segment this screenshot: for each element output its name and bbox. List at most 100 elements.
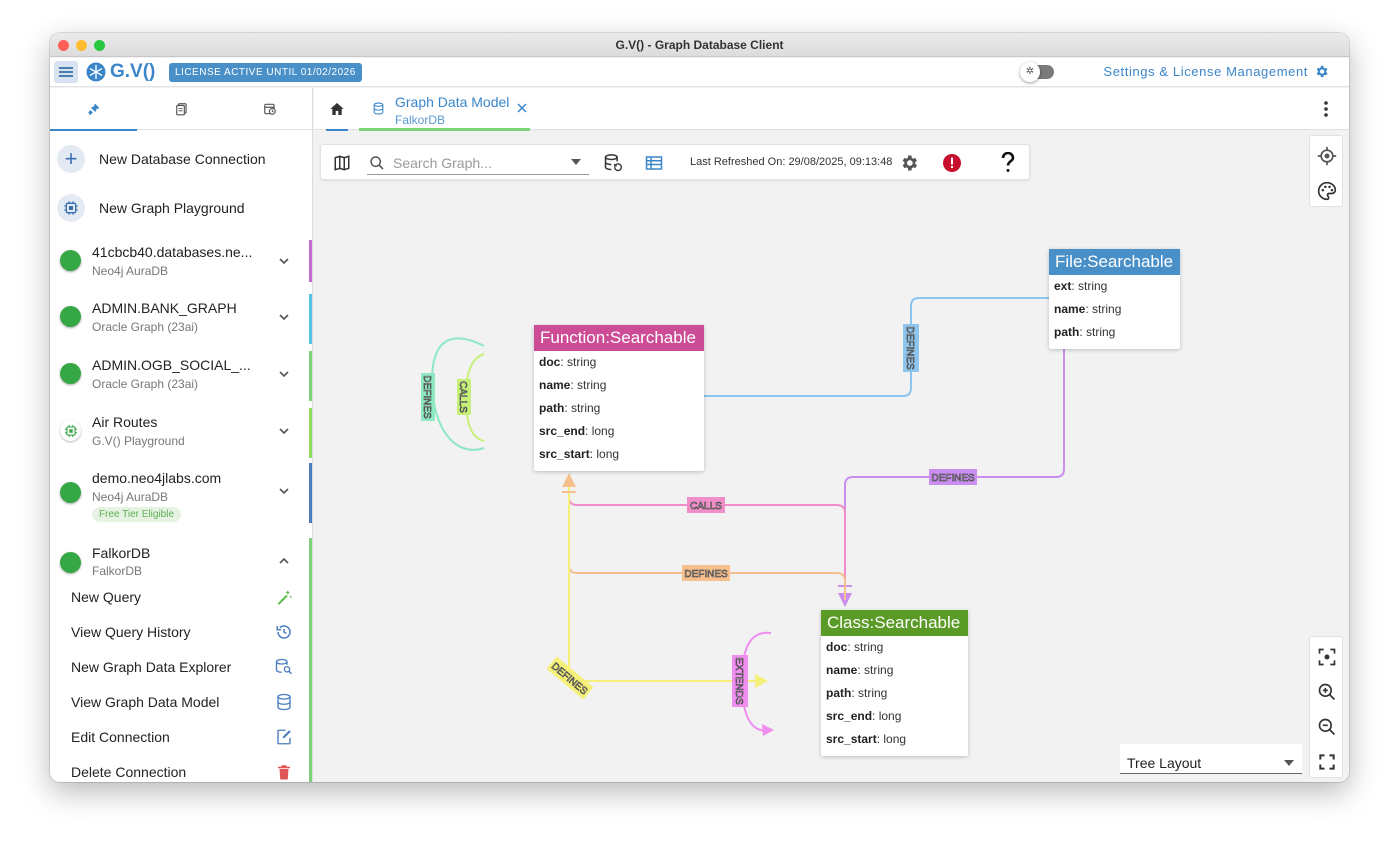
help-icon[interactable] [1001, 152, 1015, 174]
svg-text:EXTENDS: EXTENDS [733, 657, 744, 705]
sidebar: + New Database Connection New Graph Play… [50, 88, 313, 782]
maximize-window-button[interactable] [94, 40, 105, 51]
node-property: name: string [1054, 302, 1122, 316]
edit-connection-button[interactable]: Edit Connection [50, 720, 310, 755]
chevron-up-icon[interactable] [276, 553, 292, 569]
settings-link-label: Settings & License Management [1103, 64, 1308, 79]
app-bar: G.V() LICENSE ACTIVE UNTIL 01/02/2026 ✲ … [50, 58, 1349, 87]
palette-icon[interactable] [1317, 181, 1337, 201]
chevron-down-icon[interactable] [276, 309, 292, 325]
status-online-icon [60, 250, 81, 271]
fullscreen-icon[interactable] [1317, 752, 1337, 772]
delete-connection-button[interactable]: Delete Connection [50, 755, 310, 782]
close-window-button[interactable] [58, 40, 69, 51]
node-class[interactable]: Class:Searchable doc: string name: strin… [821, 610, 968, 756]
connection-item[interactable]: 41cbcb40.databases.ne... Neo4j AuraDB [50, 238, 312, 288]
tab-connections[interactable] [50, 88, 137, 131]
minimize-window-button[interactable] [76, 40, 87, 51]
database-icon [373, 102, 384, 115]
chevron-down-icon[interactable] [276, 483, 292, 499]
main-area: Graph Data Model FalkorDB [314, 88, 1349, 782]
last-refreshed-label: Last Refreshed On: 29/08/2025, 09:13:48 [690, 156, 893, 168]
node-property: src_end: long [826, 709, 902, 723]
map-icon[interactable] [333, 154, 351, 172]
svg-text:CALLS: CALLS [457, 381, 468, 413]
plus-icon: + [57, 145, 85, 173]
app-window: G.V() - Graph Database Client G.V() LICE… [50, 33, 1349, 782]
new-database-connection-button[interactable]: + New Database Connection [50, 136, 312, 182]
home-icon [330, 103, 344, 115]
connection-item[interactable]: ADMIN.OGB_SOCIAL_... Oracle Graph (23ai) [50, 351, 312, 401]
zoom-panel [1309, 636, 1343, 778]
view-graph-data-model-button[interactable]: View Graph Data Model [50, 685, 310, 720]
search-icon [370, 156, 384, 170]
node-property: ext: string [1054, 279, 1108, 293]
arrowhead [562, 473, 576, 487]
tab-home[interactable] [326, 88, 348, 131]
connection-item[interactable]: ADMIN.BANK_GRAPH Oracle Graph (23ai) [50, 294, 312, 344]
edge-label-function-class-defines: DEFINES [682, 565, 730, 581]
node-title: File:Searchable [1049, 249, 1180, 275]
connection-type: Oracle Graph (23ai) [92, 377, 199, 391]
layout-select[interactable]: Tree Layout [1120, 744, 1302, 774]
db-search-icon [275, 658, 293, 675]
table-view-icon[interactable] [645, 154, 663, 172]
edge-label-file-function: DEFINES [903, 324, 919, 372]
history-icon [276, 625, 291, 639]
tab-documents[interactable] [138, 88, 225, 130]
tab-schedule[interactable] [226, 88, 313, 130]
locate-icon[interactable] [1317, 146, 1337, 166]
tab-title: Graph Data Model [395, 94, 510, 110]
close-tab-icon[interactable] [516, 102, 528, 114]
search-box[interactable] [367, 151, 589, 175]
svg-text:DEFINES: DEFINES [931, 473, 975, 484]
chevron-down-icon[interactable] [276, 366, 292, 382]
view-query-history-button[interactable]: View Query History [50, 615, 310, 650]
zoom-out-icon[interactable] [1317, 717, 1337, 737]
node-property: path: string [826, 686, 888, 700]
new-graph-playground-button[interactable]: New Graph Playground [50, 185, 312, 231]
new-query-button[interactable]: New Query [50, 580, 310, 615]
magic-pen-icon [278, 590, 293, 605]
menu-icon[interactable] [54, 61, 78, 83]
gear-icon[interactable] [899, 153, 919, 173]
zoom-in-icon[interactable] [1317, 682, 1337, 702]
chevron-down-icon[interactable] [276, 253, 292, 269]
connection-color-bar [309, 351, 312, 401]
db-refresh-icon[interactable] [603, 153, 623, 173]
chevron-down-icon[interactable] [276, 423, 292, 439]
connection-color-bar [309, 294, 312, 344]
status-online-icon [60, 482, 81, 503]
connection-type: Neo4j AuraDB [92, 264, 169, 278]
sun-icon: ✲ [1020, 62, 1040, 82]
new-graph-data-explorer-button[interactable]: New Graph Data Explorer [50, 650, 310, 685]
search-input[interactable] [393, 153, 563, 173]
tab-graph-data-model[interactable]: Graph Data Model FalkorDB [359, 88, 530, 131]
edit-connection-label: Edit Connection [71, 729, 170, 745]
free-tier-badge: Free Tier Eligible [92, 507, 182, 522]
connection-color-bar [309, 408, 312, 458]
connection-type: G.V() Playground [92, 434, 185, 448]
brand-logo: G.V() [86, 62, 155, 82]
node-file[interactable]: File:Searchable ext: string name: string… [1049, 249, 1180, 349]
connection-name: FalkorDB [92, 545, 151, 561]
connection-item-falkordb[interactable]: FalkorDB FalkorDB New Query View Query H… [50, 538, 312, 782]
arrowhead [755, 674, 768, 688]
node-property: doc: string [539, 355, 597, 369]
error-icon[interactable] [942, 153, 962, 173]
trash-icon [278, 765, 290, 780]
chip-icon [57, 194, 85, 222]
more-options-icon[interactable] [1319, 100, 1333, 118]
connection-name: 41cbcb40.databases.ne... [92, 244, 253, 260]
connection-item[interactable]: demo.neo4jlabs.com Neo4j AuraDB Free Tie… [50, 463, 312, 530]
edge-label-function-self-calls: CALLS [457, 379, 471, 415]
caret-down-icon[interactable] [571, 159, 581, 165]
graph-canvas[interactable]: DEFINES DEFINES DEFINES CALLS CALLS [314, 186, 1349, 782]
theme-toggle[interactable]: ✲ [1020, 62, 1054, 82]
connection-item[interactable]: Air Routes G.V() Playground [50, 408, 312, 458]
connection-type: Oracle Graph (23ai) [92, 320, 199, 334]
node-function[interactable]: Function:Searchable doc: string name: st… [534, 325, 704, 471]
settings-license-link[interactable]: Settings & License Management [1103, 64, 1329, 79]
svg-text:CALLS: CALLS [690, 501, 722, 512]
fit-view-icon[interactable] [1317, 647, 1337, 667]
